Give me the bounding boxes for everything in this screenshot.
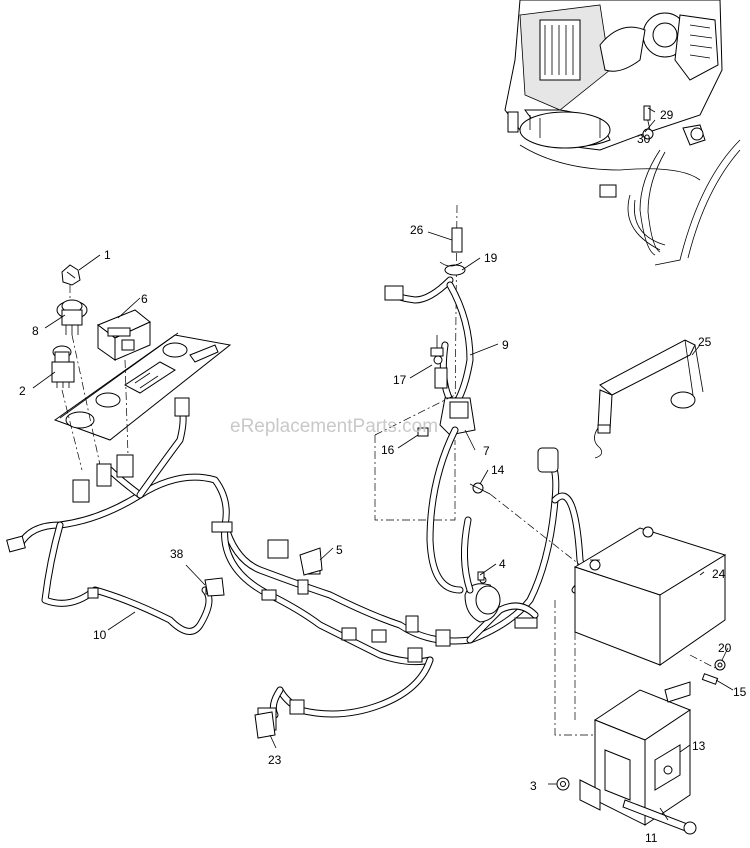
callout-7: 7 <box>483 444 490 458</box>
callout-25: 25 <box>698 335 712 349</box>
callout-6: 6 <box>141 292 148 306</box>
callout-24: 24 <box>712 567 726 581</box>
callout-2: 2 <box>19 384 26 398</box>
battery <box>573 526 727 666</box>
harness-connectors <box>6 397 559 731</box>
hardware <box>556 659 726 835</box>
callout-29: 29 <box>660 108 674 122</box>
ignition-key <box>61 264 81 286</box>
callout-9: 9 <box>502 338 509 352</box>
main-wire-harness <box>16 406 586 719</box>
battery-hold-down-strap <box>594 339 704 459</box>
watermark-text: eReplacementParts.com <box>230 416 438 437</box>
engine-assembly <box>504 0 723 151</box>
starter-solenoid <box>464 576 501 623</box>
assembly-line <box>71 334 101 466</box>
callout-30: 30 <box>637 132 651 146</box>
callout-1: 1 <box>104 248 111 262</box>
assembly-line <box>61 389 83 471</box>
assembly-line <box>374 435 456 521</box>
leader-lines <box>32 107 734 821</box>
callout-13: 13 <box>692 739 706 753</box>
callout-labels: 1 2 3 4 5 6 7 8 9 10 11 13 14 15 16 17 1… <box>19 108 747 845</box>
callout-38: 38 <box>170 547 184 561</box>
assembly-line <box>374 394 456 436</box>
battery-cable-assembly <box>384 204 476 437</box>
pto-switch <box>51 345 75 388</box>
callout-16: 16 <box>381 443 395 457</box>
callout-8: 8 <box>32 324 39 338</box>
positive-battery-cable <box>426 426 491 594</box>
assembly-line <box>554 600 595 736</box>
callout-5: 5 <box>336 543 343 557</box>
callout-10: 10 <box>93 628 107 642</box>
assembly-line <box>489 493 581 566</box>
callout-20: 20 <box>718 641 732 655</box>
callout-11: 11 <box>645 831 658 845</box>
callout-14: 14 <box>491 463 505 477</box>
callout-17: 17 <box>393 373 407 387</box>
small-connectors <box>204 547 323 739</box>
callout-3: 3 <box>530 779 537 793</box>
callout-15: 15 <box>733 685 747 699</box>
engine-ground-cable <box>519 105 741 266</box>
hour-meter <box>97 309 151 361</box>
control-panel-plate <box>53 332 232 441</box>
battery-tray <box>579 681 692 826</box>
callout-26: 26 <box>410 223 424 237</box>
callout-4: 4 <box>499 557 506 571</box>
ignition-switch <box>56 299 88 335</box>
assembly-line <box>689 654 716 669</box>
callout-19: 19 <box>484 251 498 265</box>
callout-23: 23 <box>268 753 282 767</box>
